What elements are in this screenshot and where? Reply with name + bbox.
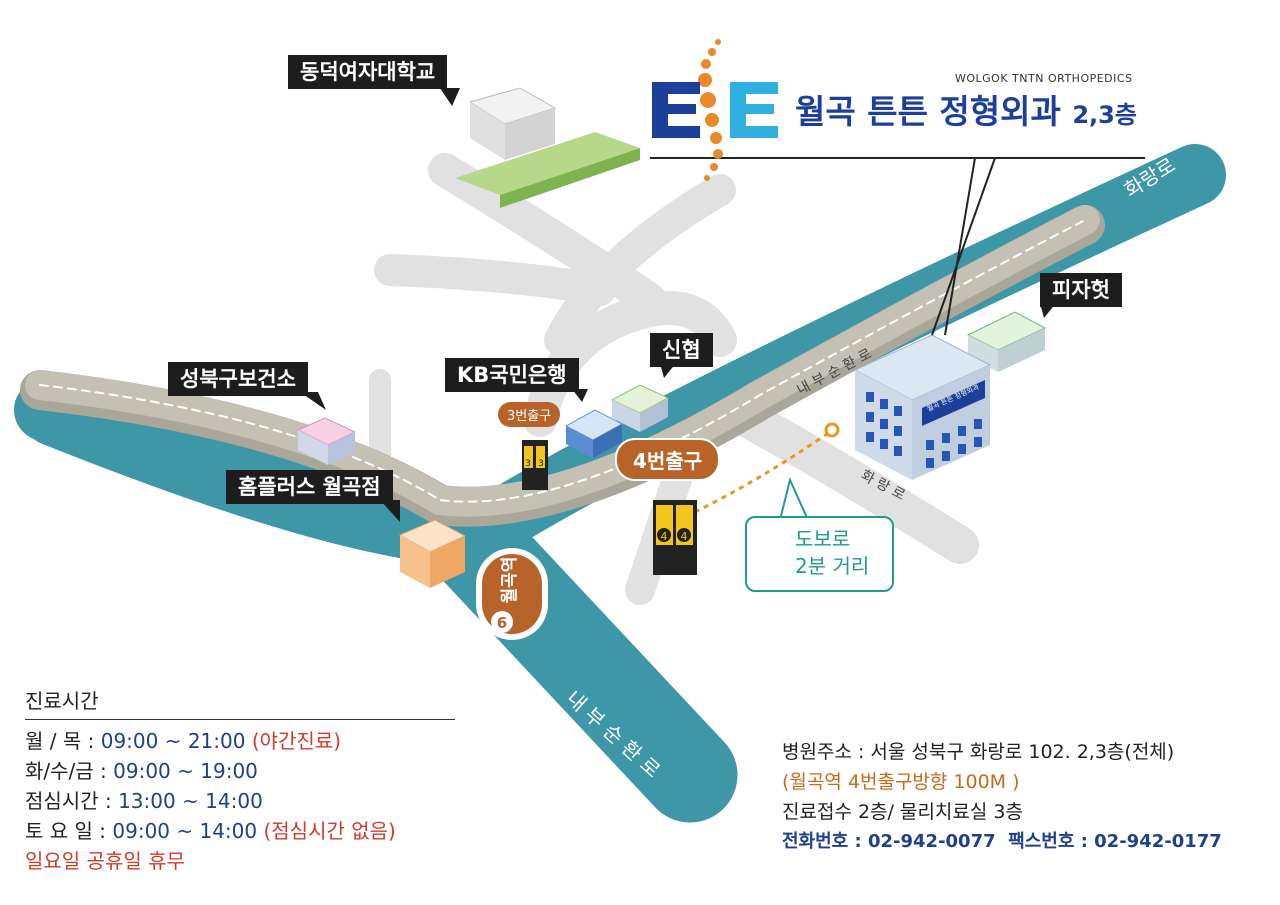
kb-bank-building (564, 409, 624, 458)
exit-3-badge: 3번출구 (498, 402, 561, 427)
hours-day: 토 요 일 : (25, 819, 113, 843)
phone-number: 전화번호 : 02-942-0077 (782, 831, 996, 852)
hours-time: 09:00 ~ 19:00 (113, 759, 258, 783)
hours-note: (야간진료) (245, 729, 342, 753)
logo-dots (698, 39, 723, 181)
hours-row: 토 요 일 : 09:00 ~ 14:00 (점심시간 없음) (25, 816, 455, 846)
hours-row: 월 / 목 : 09:00 ~ 21:00 (야간진료) (25, 726, 455, 756)
homeplus-building (398, 519, 467, 588)
clinic-hours: 진료시간 월 / 목 : 09:00 ~ 21:00 (야간진료) 화/수/금 … (25, 685, 455, 876)
exit-3-number-a: 3 (525, 459, 531, 469)
label-university: 동덕여자대학교 (288, 55, 448, 89)
station-name: 월곡역 (500, 557, 520, 604)
hours-day: 화/수/금 : (25, 759, 114, 783)
walk-line-1: 도보로 (795, 527, 851, 551)
exit-3-pillar: 3 3 (522, 440, 548, 490)
hours-time: 09:00 ~ 21:00 (100, 729, 246, 753)
shinhyup-building (610, 384, 670, 432)
exit-4-badge: 4번출구 (615, 438, 721, 481)
address-line: 병원주소 : 서울 성북구 화랑로 102. 2,3층(전체) (782, 741, 1175, 763)
address-block: 병원주소 : 서울 성북구 화랑로 102. 2,3층(전체) (월곡역 4번출… (782, 737, 1272, 857)
exit-3-number-b: 3 (538, 459, 544, 469)
hours-row: 화/수/금 : 09:00 ~ 19:00 (25, 756, 455, 786)
label-shinhyup: 신협 (650, 333, 713, 367)
walk-callout-pointer (778, 476, 810, 521)
contact-numbers: 전화번호 : 02-942-0077 팩스번호 : 02-942-0177 (782, 827, 1272, 857)
label-pizza-hut: 피자헛 (1040, 273, 1122, 307)
walk-line-2: 2분 거리 (795, 554, 870, 578)
hours-time: 13:00 ~ 14:00 (118, 789, 263, 813)
hours-day: 월 / 목 : (25, 729, 101, 753)
hospital-floors: 2,3층 (1072, 101, 1137, 129)
pizza-hut-building (966, 311, 1047, 372)
walk-distance-callout: 도보로 2분 거리 (745, 516, 894, 592)
fax-number: 팩스번호 : 02-942-0177 (1008, 831, 1222, 852)
hours-closed: 일요일 공휴일 휴무 (25, 849, 185, 873)
label-kb-bank: KB국민은행 (445, 358, 579, 392)
station-line-number: 6 (497, 614, 507, 632)
exit-4-pillar: 4 4 (653, 500, 697, 575)
label-pointers (300, 88, 1056, 522)
hospital-title: 월곡 튼튼 정형외과 2,3층 (795, 85, 1137, 133)
university-building (455, 87, 640, 208)
hours-note: (점심시간 없음) (257, 819, 396, 843)
hospital-building: 월곡 튼튼 정형외과 (853, 334, 992, 480)
logo-mark (652, 82, 778, 138)
address-floors: 진료접수 2층/ 물리치료실 3층 (782, 801, 1023, 823)
exit-4-number-a: 4 (661, 530, 668, 543)
gray-elevated-road (20, 205, 1105, 527)
hospital-leader-lines (650, 157, 1145, 336)
address-directions: (월곡역 4번출구방향 100M ) (782, 771, 1020, 793)
hospital-english-name: WOLGOK TNTN ORTHOPEDICS (955, 72, 1133, 85)
health-center-building (296, 417, 357, 465)
exit-4-number-b: 4 (681, 530, 688, 543)
hours-time: 09:00 ~ 14:00 (112, 819, 258, 843)
destination-dot (824, 422, 840, 438)
wolgok-station-marker: 6 월곡역 (476, 548, 548, 640)
hours-day: 점심시간 : (25, 789, 119, 813)
label-homeplus: 홈플러스 월곡점 (226, 470, 393, 504)
hospital-name: 월곡 튼튼 정형외과 (795, 92, 1061, 131)
label-health-center: 성북구보건소 (168, 362, 308, 396)
hours-title: 진료시간 (25, 685, 455, 720)
hours-row: 점심시간 : 13:00 ~ 14:00 (25, 786, 455, 816)
